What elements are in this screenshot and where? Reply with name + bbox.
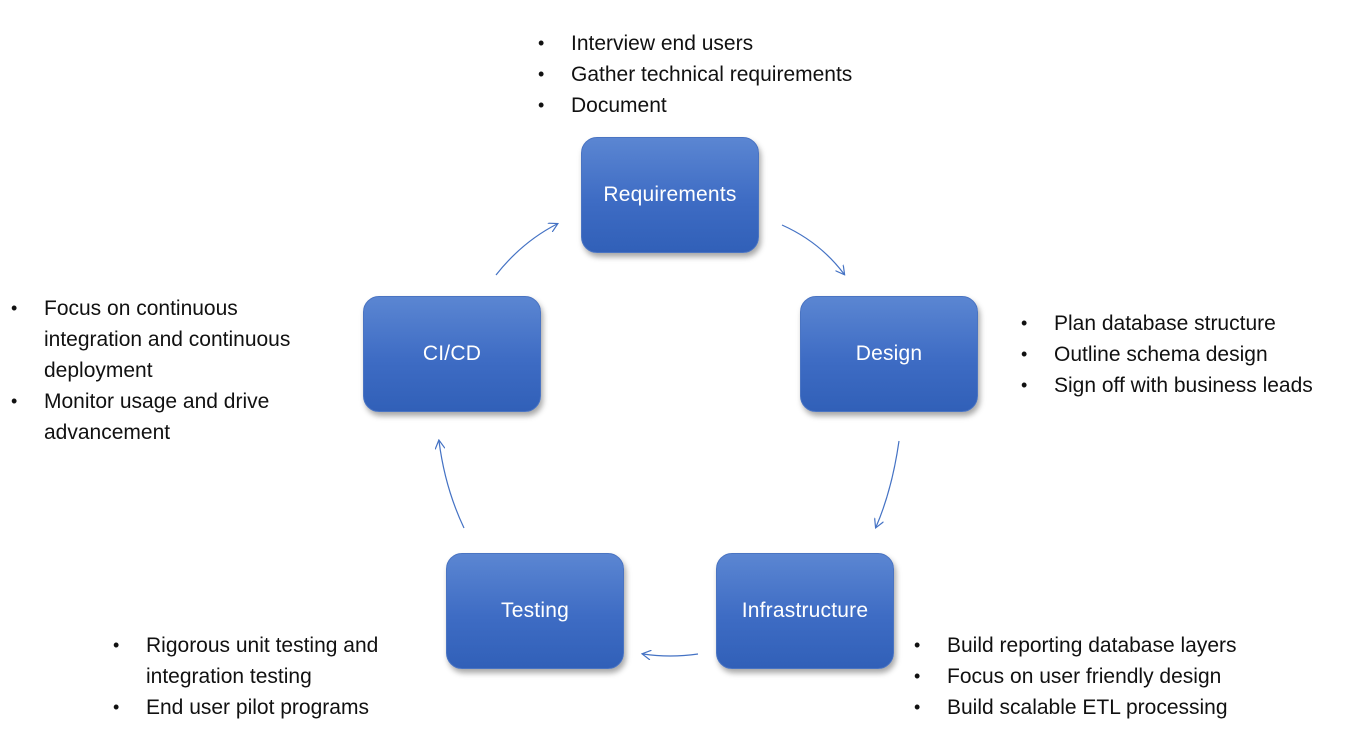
- requirements-node-label: Requirements: [603, 183, 737, 206]
- list-item: Focus on continuous integration and cont…: [11, 293, 341, 386]
- testing-node: Testing: [446, 553, 624, 669]
- design-bullet-list: Plan database structure Outline schema d…: [1021, 308, 1346, 401]
- list-item: Focus on user friendly design: [914, 661, 1334, 692]
- testing-bullet-list: Rigorous unit testing and integration te…: [113, 630, 433, 723]
- list-item: Document: [538, 90, 958, 121]
- infrastructure-node-label: Infrastructure: [741, 599, 869, 622]
- requirements-bullet-list: Interview end users Gather technical req…: [538, 28, 958, 121]
- list-item: Gather technical requirements: [538, 59, 958, 90]
- cicd-bullet-list: Focus on continuous integration and cont…: [11, 293, 341, 448]
- list-item: Sign off with business leads: [1021, 370, 1346, 401]
- list-item: Plan database structure: [1021, 308, 1346, 339]
- cicd-node: CI/CD: [363, 296, 541, 412]
- list-item: Outline schema design: [1021, 339, 1346, 370]
- infrastructure-node: Infrastructure: [716, 553, 894, 669]
- list-item: Interview end users: [538, 28, 958, 59]
- arrow-requirements-to-design: [781, 224, 844, 274]
- list-item: Monitor usage and drive advancement: [11, 386, 341, 448]
- infrastructure-bullet-list: Build reporting database layers Focus on…: [914, 630, 1334, 723]
- list-item: End user pilot programs: [113, 692, 433, 723]
- design-node-label: Design: [855, 342, 923, 365]
- requirements-node: Requirements: [581, 137, 759, 253]
- list-item: Rigorous unit testing and integration te…: [113, 630, 433, 692]
- arrow-design-to-infrastructure: [876, 440, 900, 527]
- list-item: Build reporting database layers: [914, 630, 1334, 661]
- cicd-node-label: CI/CD: [422, 342, 482, 365]
- testing-node-label: Testing: [501, 599, 569, 622]
- arrow-cicd-to-requirements: [495, 224, 557, 276]
- arrow-infrastructure-to-testing: [643, 654, 699, 656]
- arrow-testing-to-cicd: [439, 441, 465, 529]
- design-node: Design: [800, 296, 978, 412]
- list-item: Build scalable ETL processing: [914, 692, 1334, 723]
